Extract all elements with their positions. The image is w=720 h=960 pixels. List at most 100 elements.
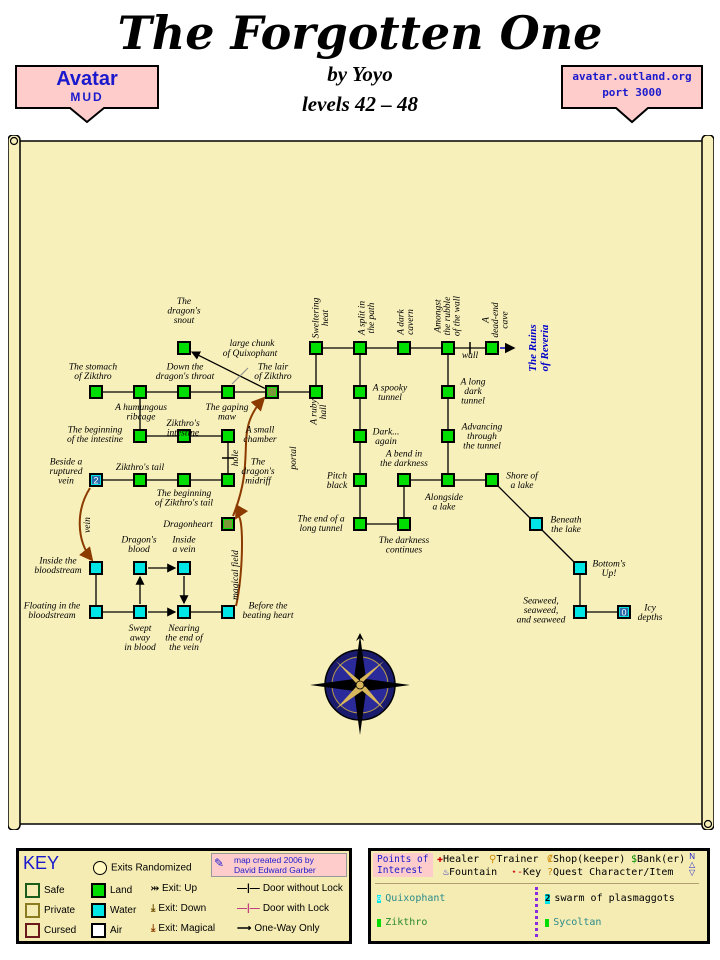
room-gaping[interactable] — [221, 385, 235, 399]
healer-label: Healer — [443, 854, 480, 865]
room-beating[interactable] — [221, 605, 235, 619]
room-dark_again[interactable] — [353, 429, 367, 443]
room-bottom[interactable] — [573, 561, 587, 575]
key-icon: ⋆- — [511, 867, 524, 878]
room-label: seaweed, — [524, 606, 559, 616]
poi-text-3: Sycoltan — [553, 917, 602, 928]
room-nearing[interactable] — [177, 605, 191, 619]
poi-marker-0: 0 — [377, 895, 382, 903]
room-label: the darkness — [380, 459, 428, 469]
room-sweltering[interactable] — [309, 341, 323, 355]
room-floating[interactable] — [89, 605, 103, 619]
room-label: Beneath — [550, 515, 581, 525]
room-swept[interactable] — [133, 605, 147, 619]
exits-randomized-label: Exits Randomized — [111, 862, 192, 874]
room-spooky[interactable] — [353, 385, 367, 399]
room-inside_vein[interactable] — [177, 561, 191, 575]
key-exits-randomized: Exits Randomized — [93, 861, 192, 875]
room-label: beating heart — [243, 611, 294, 621]
room-intestine_begin[interactable] — [133, 429, 147, 443]
room-label: of Zikthro — [74, 371, 112, 382]
room-label: The stomach — [69, 363, 118, 373]
server-banner[interactable]: avatar.outland.org port 3000 — [560, 64, 704, 124]
room-pitch[interactable] — [353, 473, 367, 487]
key-air: Air — [91, 923, 122, 938]
private-swatch — [25, 903, 40, 918]
map-key: KEY Exits Randomized ✎ map created 2006 … — [16, 848, 352, 944]
room-dragons_blood[interactable] — [133, 561, 147, 575]
room-label: Before the — [249, 600, 288, 611]
key-private: Private — [25, 903, 75, 918]
room-long_dark[interactable] — [441, 385, 455, 399]
room-label: the lake — [551, 525, 581, 535]
key-cursed: Cursed — [25, 923, 76, 938]
room-bloodstream[interactable] — [89, 561, 103, 575]
key-water: Water — [91, 903, 136, 918]
exit-magical-icon: ⤓ — [151, 923, 156, 934]
fountain-icon: ♨ — [443, 867, 450, 878]
water-swatch — [91, 903, 106, 918]
room-alongside[interactable] — [441, 473, 455, 487]
room-tail[interactable] — [133, 473, 147, 487]
svg-text:A split in: A split in — [357, 301, 367, 336]
room-intestine[interactable] — [177, 429, 191, 443]
poi-title-box: Points of Interest — [373, 853, 433, 877]
room-deadend[interactable] — [485, 341, 499, 355]
room-small_chamber[interactable] — [221, 429, 235, 443]
room-label: The darkness — [379, 536, 430, 546]
room-end_tunnel[interactable] — [353, 517, 367, 531]
room-label: Inside the — [38, 556, 76, 566]
fountain-label: Fountain — [449, 867, 498, 878]
room-label: Pitch — [326, 471, 347, 481]
quest-icon: ? — [547, 867, 554, 878]
room-tail_begin[interactable] — [177, 473, 191, 487]
door-lock-label: Door with Lock — [262, 903, 329, 914]
room-label: vein — [58, 477, 74, 487]
exit-magical-label: Exit: Magical — [158, 923, 216, 934]
room-stomach[interactable] — [89, 385, 103, 399]
bank-icon: $ — [631, 854, 638, 865]
room-ribcage[interactable] — [133, 385, 147, 399]
room-advancing[interactable] — [441, 429, 455, 443]
room-amongst[interactable] — [441, 341, 455, 355]
room-label: Nearing — [167, 624, 199, 634]
room-bend[interactable] — [397, 473, 411, 487]
room-ruby[interactable] — [309, 385, 323, 399]
portal-exit — [232, 396, 266, 517]
key-exit-down: ⤓Exit: Down — [151, 903, 206, 914]
magical-field-exit — [235, 504, 249, 607]
compass-rose-icon — [310, 633, 410, 735]
room-throat[interactable] — [177, 385, 191, 399]
room-lair[interactable] — [265, 385, 279, 399]
room-label: A spooky — [372, 383, 408, 393]
room-dragonheart[interactable] — [221, 517, 235, 531]
room-seaweed[interactable] — [573, 605, 587, 619]
svg-text:of the wall: of the wall — [452, 296, 463, 336]
room-split[interactable] — [353, 341, 367, 355]
room-beneath[interactable] — [529, 517, 543, 531]
room-midriff[interactable] — [221, 473, 235, 487]
room-shore[interactable] — [485, 473, 499, 487]
room-dark_cavern[interactable] — [397, 341, 411, 355]
poi-key: ⋆-Key — [511, 867, 541, 878]
room-ruptured_vein[interactable]: 2 — [89, 473, 103, 487]
room-snout[interactable] — [177, 341, 191, 355]
poi-quest: ?Quest Character/Item — [547, 867, 673, 878]
one-way-label: One-Way Only — [254, 923, 320, 934]
room-label: A small — [245, 425, 275, 435]
avatar-mud-banner[interactable]: Avatar MUD — [14, 64, 160, 124]
avatar-label: Avatar — [56, 68, 118, 90]
room-label: Shore of — [506, 470, 539, 481]
room-darkness_cont[interactable] — [397, 517, 411, 531]
shop-icon: ₡ — [547, 854, 554, 865]
room-label: dragon's throat — [156, 372, 215, 382]
poi-trainer: ⚲Trainer — [489, 854, 538, 865]
room-icy[interactable]: 0 — [617, 605, 631, 619]
